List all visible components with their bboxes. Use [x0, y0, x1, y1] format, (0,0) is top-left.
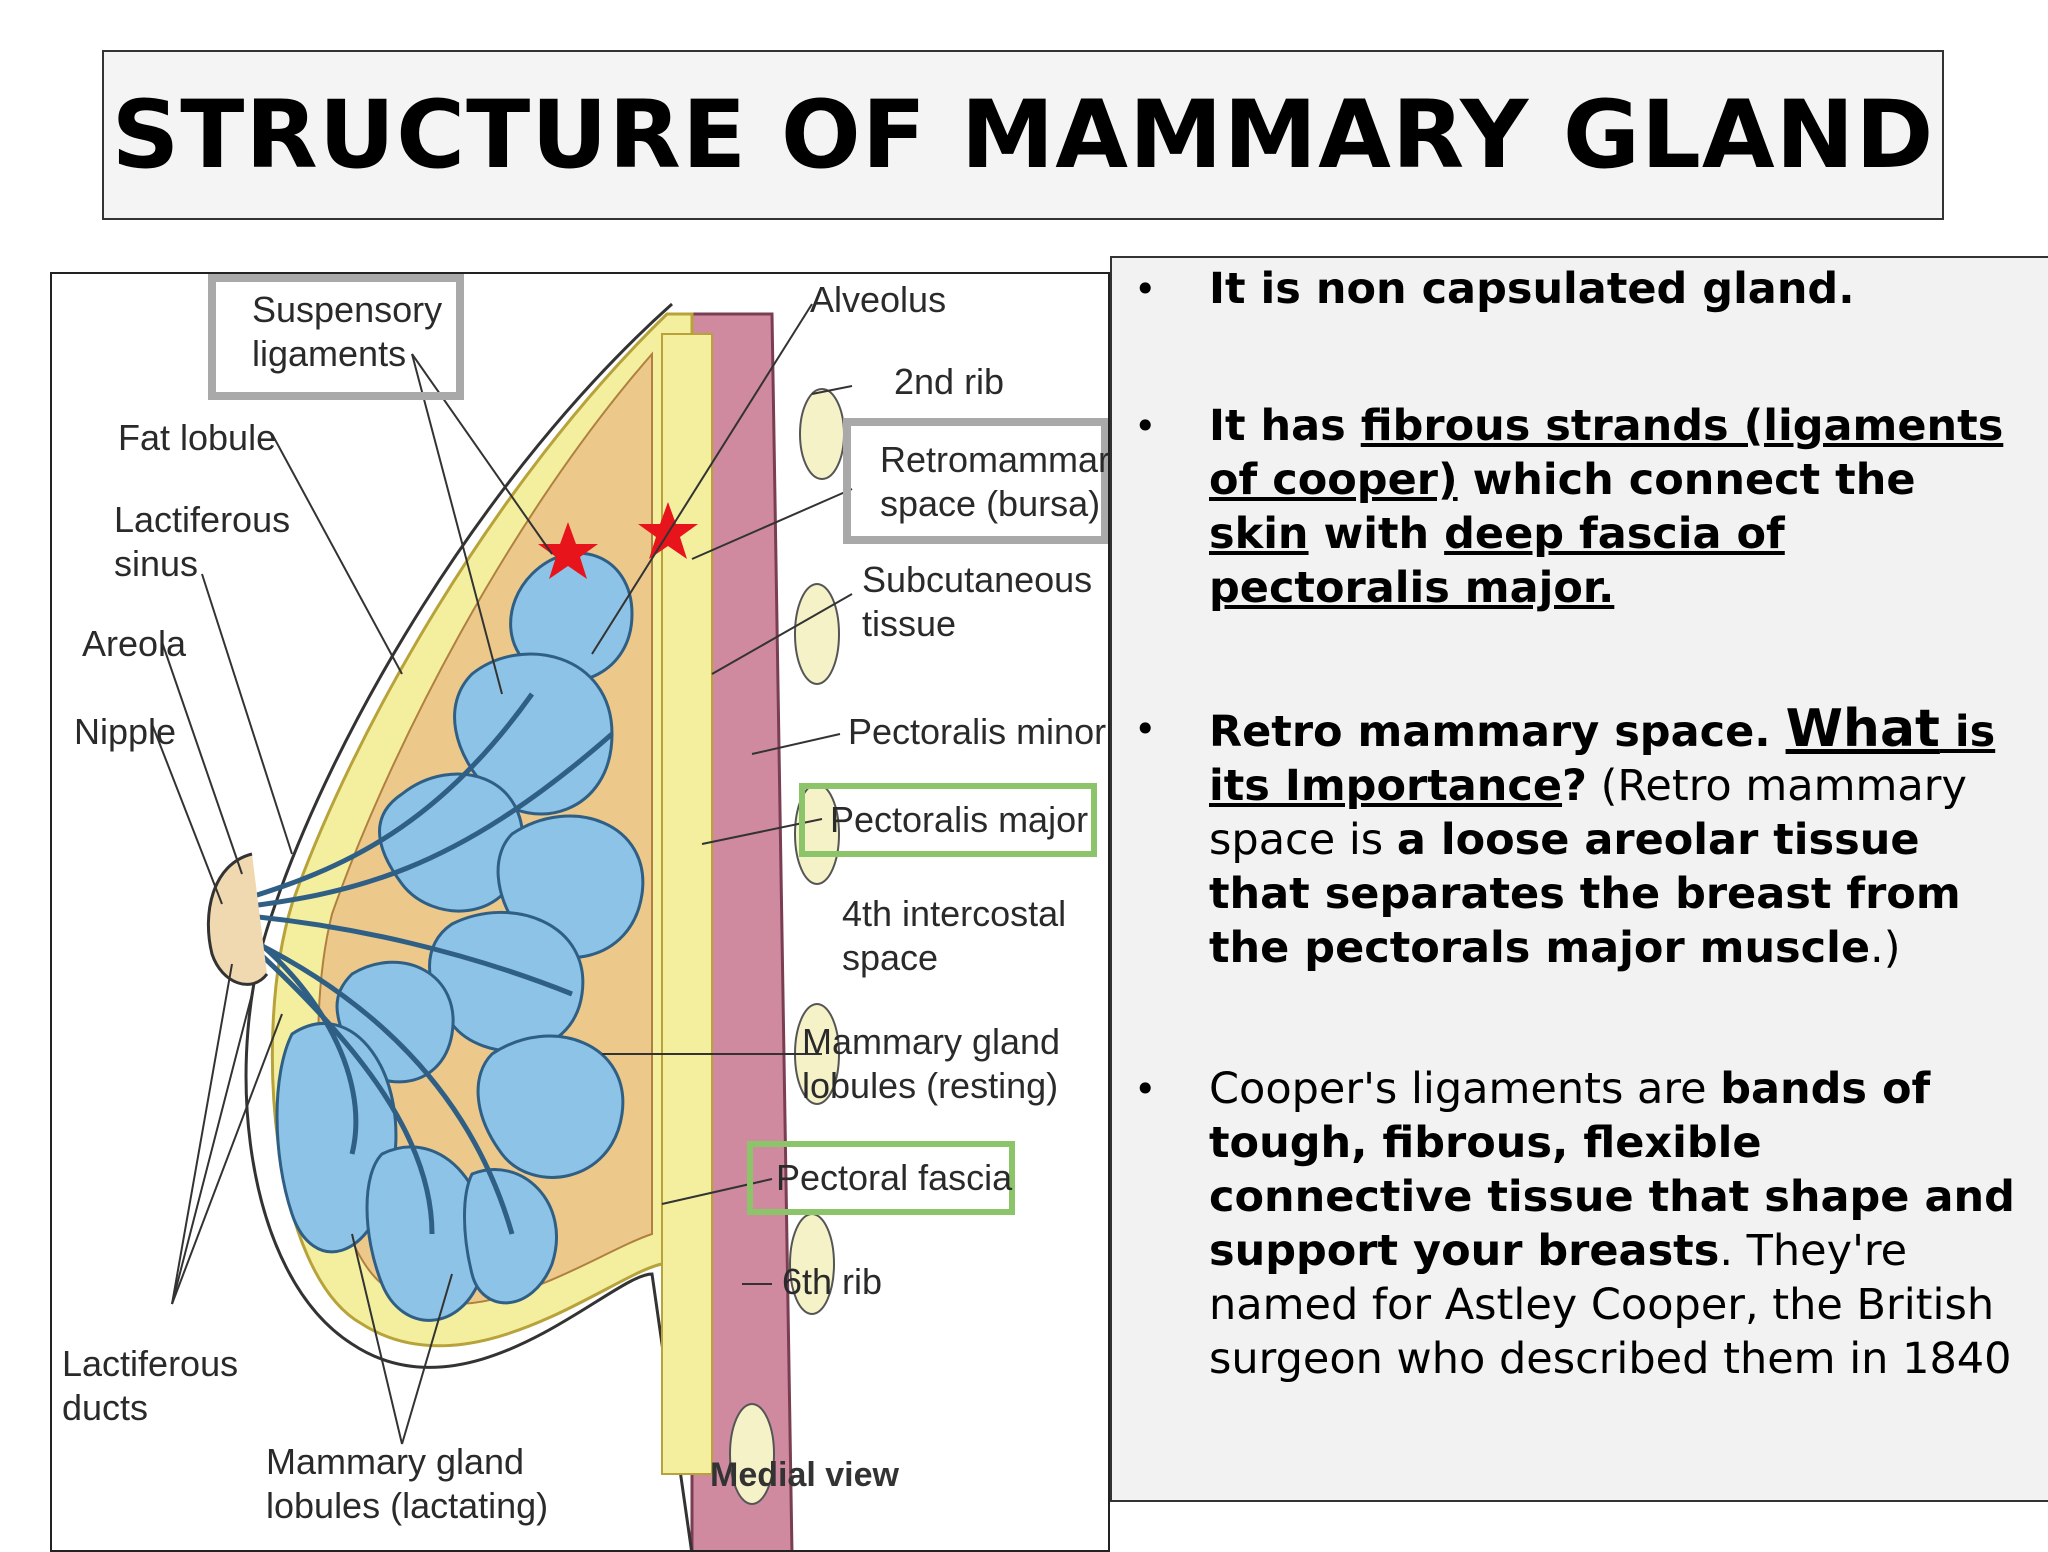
rib — [799, 388, 845, 480]
b2-u1: fibrous strands (ligaments of cooper) — [1209, 401, 2004, 505]
b4-t1: Cooper's ligaments are — [1209, 1064, 1721, 1114]
b3-t5: .) — [1870, 923, 1901, 973]
svg-text:sinus: sinus — [114, 543, 198, 584]
svg-text:space: space — [842, 937, 938, 978]
b3-t2: ? — [1562, 761, 1587, 811]
bullet-dot: • — [1134, 267, 1157, 311]
b3-u2: is its Importance — [1209, 707, 1996, 811]
label-pectoral-fascia: Pectoral fascia — [776, 1157, 1013, 1198]
label-lobules-resting-2: lobules (resting) — [802, 1065, 1058, 1106]
bullet-3: • Retro mammary space. What is its Impor… — [1112, 702, 2048, 975]
label-2nd-rib: 2nd rib — [894, 361, 1004, 402]
label-lactiferous-ducts-1: Lactiferous — [62, 1343, 238, 1384]
b2-t1: It has — [1209, 401, 1361, 451]
svg-text:Mammary gland: Mammary gland — [266, 1441, 524, 1482]
b4-t3: . They're named for Astley Cooper, the B… — [1209, 1226, 2012, 1384]
lobules-resting — [335, 551, 645, 1179]
label-6th-rib: 6th rib — [782, 1261, 882, 1302]
label-retromammary-2: space (bursa) — [880, 483, 1100, 524]
label-lobules-resting-1: Mammary gland — [802, 1021, 1060, 1062]
b2-u3: deep fascia of pectoralis major. — [1209, 509, 1785, 613]
bullet-dot: • — [1134, 707, 1157, 751]
svg-text:Lactiferous: Lactiferous — [62, 1343, 238, 1384]
label-pectoralis-minor: Pectoralis minor — [848, 711, 1106, 752]
svg-text:ducts: ducts — [62, 1387, 148, 1428]
svg-text:Suspensory: Suspensory — [252, 289, 442, 330]
svg-text:space (bursa): space (bursa) — [880, 483, 1100, 524]
label-subcutaneous-1: Subcutaneous — [862, 559, 1092, 600]
b3-u1: What — [1785, 699, 1940, 759]
svg-text:lobules (resting): lobules (resting) — [802, 1065, 1058, 1106]
b3-t4: a loose areolar tissue that separates th… — [1209, 815, 1961, 973]
retromammary-box — [843, 418, 1108, 544]
star-marker — [638, 502, 698, 559]
label-nipple: Nipple — [74, 711, 176, 752]
pectoralis-major-box — [799, 783, 1097, 857]
suspensory-box — [208, 274, 464, 400]
label-pectoralis-major: Pectoralis major — [830, 799, 1088, 840]
pectoral-fascia-box — [747, 1141, 1015, 1215]
label-lactiferous-sinus-1: Lactiferous — [114, 499, 290, 540]
rib — [794, 583, 840, 685]
nipple — [206, 852, 269, 986]
label-lobules-lactating-1: Mammary gland — [266, 1441, 524, 1482]
label-fat-lobule: Fat lobule — [118, 417, 276, 458]
b2-t3: with — [1308, 509, 1445, 559]
bullet-1: • It is non capsulated gland. — [1112, 262, 2048, 316]
rib — [729, 1403, 775, 1505]
bullet-dot: • — [1134, 1067, 1157, 1111]
label-areola: Areola — [82, 623, 187, 664]
label-intercostal-1: 4th intercostal — [842, 893, 1066, 934]
svg-text:Subcutaneous: Subcutaneous — [862, 559, 1092, 600]
bullet-2: • It has fibrous strands (ligaments of c… — [1112, 399, 2048, 615]
notes-panel: • It is non capsulated gland. • It has f… — [1110, 256, 2048, 1502]
skin-outline — [244, 302, 693, 1550]
svg-text:lobules (lactating): lobules (lactating) — [266, 1485, 548, 1526]
label-retromammary-1: Retromammar — [880, 439, 1110, 480]
bullet-dot: • — [1134, 404, 1157, 448]
label-intercostal-2: space — [842, 937, 938, 978]
bullet-4: • Cooper's ligaments are bands of tough,… — [1112, 1062, 2048, 1386]
label-lobules-lactating-2: lobules (lactating) — [266, 1485, 548, 1526]
label-lactiferous-sinus-2: sinus — [114, 543, 198, 584]
label-subcutaneous-2: tissue — [862, 603, 956, 644]
svg-text:tissue: tissue — [862, 603, 956, 644]
svg-text:ligaments: ligaments — [252, 333, 406, 374]
b2-t2: which connect the — [1457, 455, 1916, 505]
label-medial-view: Medial view — [710, 1456, 900, 1494]
lactiferous-ducts — [225, 692, 614, 1235]
svg-text:Lactiferous: Lactiferous — [114, 499, 290, 540]
lobules-lactating — [275, 1021, 558, 1322]
b3-t3: (Retro mammary space is — [1209, 761, 1967, 865]
page-title: STRUCTURE OF MAMMARY GLAND — [111, 80, 1935, 190]
svg-text:4th intercostal: 4th intercostal — [842, 893, 1066, 934]
b4-t2: bands of tough, fibrous, flexible connec… — [1209, 1064, 2015, 1276]
b3-t1: Retro mammary space. — [1209, 707, 1786, 757]
label-suspensory-2: ligaments — [252, 333, 406, 374]
subcutaneous-strip — [661, 333, 713, 1475]
b2-u2: skin — [1209, 509, 1309, 559]
bullet-1-text: It is non capsulated gland. — [1209, 264, 1855, 314]
breast-anatomy-diagram: Suspensory ligaments Alveolus 2nd rib Re… — [50, 272, 1110, 1552]
label-suspensory-1: Suspensory — [252, 289, 442, 330]
svg-text:Retromammar: Retromammar — [880, 439, 1110, 480]
star-marker — [538, 522, 598, 579]
label-alveolus: Alveolus — [810, 279, 946, 320]
anatomy-illustration: Suspensory ligaments Alveolus 2nd rib Re… — [62, 274, 1110, 1550]
svg-text:Mammary gland: Mammary gland — [802, 1021, 1060, 1062]
leader-lines — [151, 303, 853, 1445]
title-box: STRUCTURE OF MAMMARY GLAND — [102, 50, 1944, 220]
label-lactiferous-ducts-2: ducts — [62, 1387, 148, 1428]
